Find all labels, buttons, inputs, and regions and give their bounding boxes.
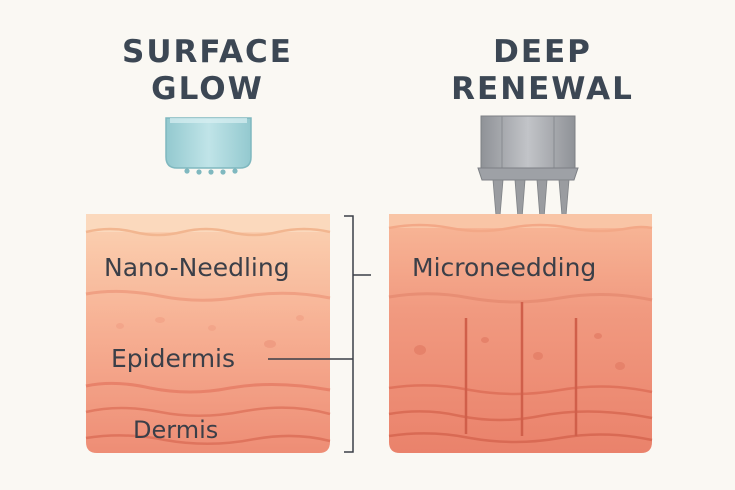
microneedling-pen-icon <box>477 115 579 245</box>
skin-block-deep <box>388 214 653 453</box>
skin-block-surface <box>85 214 331 453</box>
comparison-bracket <box>268 215 371 453</box>
title-surface-glow-line-2: GLOW <box>151 71 264 107</box>
title-surface-glow: SURFACE GLOW <box>85 34 330 108</box>
label-epidermis: Epidermis <box>111 344 236 373</box>
title-deep-renewal: DEEP RENEWAL <box>420 34 665 108</box>
label-dermis: Dermis <box>133 416 219 444</box>
label-nano-needling: Nano-Needling <box>104 253 290 282</box>
label-microneedling: Microneedding <box>412 253 597 282</box>
title-surface-glow-line-1: SURFACE <box>122 34 293 70</box>
micro-needles <box>492 179 570 245</box>
title-deep-renewal-line-2: RENEWAL <box>451 71 634 107</box>
nano-needling-stamp-icon <box>165 117 252 175</box>
micro-channels <box>464 302 578 436</box>
title-deep-renewal-line-1: DEEP <box>493 34 592 70</box>
